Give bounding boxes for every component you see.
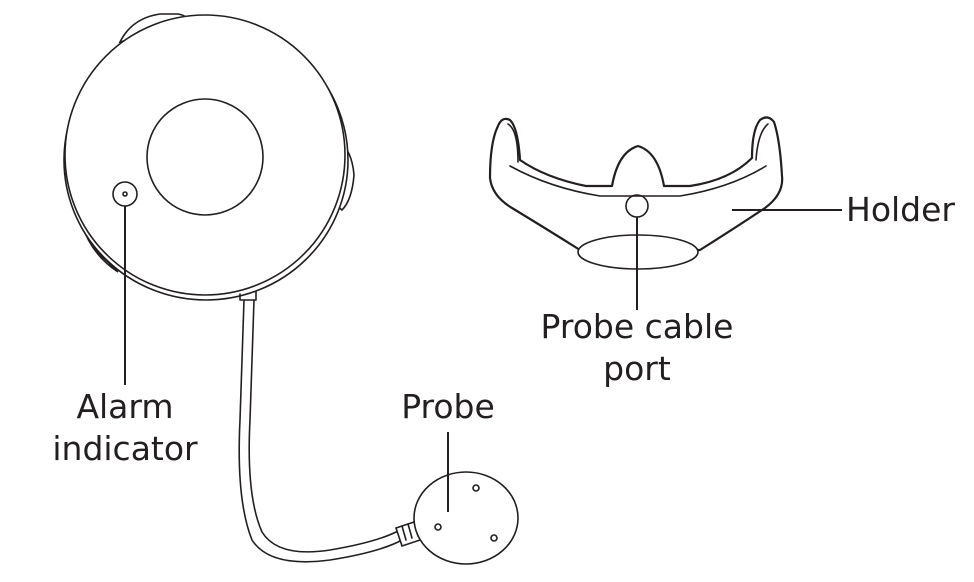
label-probe-cable-port: Probe cable port [527, 306, 747, 390]
probe-cable [238, 299, 403, 563]
holder-right-arm-edge [755, 123, 769, 161]
probe-body [413, 471, 519, 565]
probe-cable-inner [248, 299, 401, 553]
holder-outline [488, 116, 784, 252]
label-probe-cable-port-line-1: Probe cable [540, 307, 734, 346]
alarm-indicator-dot [122, 191, 128, 197]
label-probe: Probe [388, 386, 508, 428]
label-alarm-indicator-line-2: indicator [52, 429, 198, 468]
strain-relief-ridge-1 [401, 525, 407, 541]
label-probe-text: Probe [401, 387, 495, 426]
probe-cable-outer [238, 299, 403, 563]
sensor-unit [63, 13, 355, 301]
label-alarm-indicator: Alarm indicator [40, 386, 210, 470]
probe [394, 471, 519, 565]
label-holder: Holder [846, 189, 968, 231]
holder-left-arm-edge [507, 123, 519, 163]
label-alarm-indicator-line-1: Alarm [76, 387, 174, 426]
label-probe-cable-port-line-2: port [603, 349, 671, 388]
sensor-center-button [146, 98, 264, 216]
probe-contact-1 [472, 484, 480, 492]
sensor-body [64, 14, 346, 296]
probe-contact-3 [490, 534, 498, 542]
strain-relief-ridge-2 [407, 523, 413, 539]
cable-exit [239, 291, 257, 301]
probe-cable-port-hole [625, 194, 649, 218]
label-holder-text: Holder [846, 190, 955, 229]
leader-lines [124, 206, 842, 512]
probe-contact-2 [434, 523, 442, 531]
holder-inner-rim [509, 165, 767, 197]
